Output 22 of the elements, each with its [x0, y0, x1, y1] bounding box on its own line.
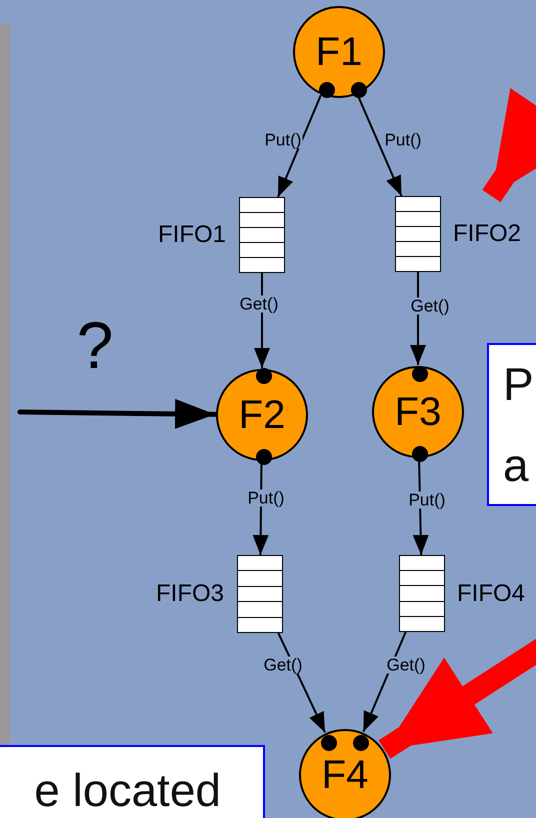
edge-label: Get() — [386, 656, 426, 674]
process-name: F3 — [394, 392, 442, 432]
arrow — [277, 94, 322, 198]
edge-label: Get() — [238, 296, 280, 312]
note-text: e located — [34, 767, 221, 813]
queue-name: FIFO3 — [156, 582, 224, 606]
queue-name: FIFO4 — [457, 582, 526, 606]
edge-label: Put() — [384, 132, 422, 148]
edge-label: ? — [76, 312, 114, 378]
edge-label: Put() — [246, 490, 286, 506]
edge-label: Get() — [410, 298, 450, 314]
queue-name: FIFO2 — [453, 222, 522, 246]
process-name: F4 — [322, 755, 368, 795]
edge-label: Put() — [264, 132, 302, 148]
edge-label: Put() — [408, 492, 446, 508]
pointer-arrow — [482, 88, 536, 202]
queue-name: FIFO1 — [158, 223, 226, 247]
note-text: P a — [503, 357, 534, 492]
process-name: F1 — [316, 32, 362, 72]
edge-label: Get() — [262, 656, 304, 674]
arrow — [18, 398, 218, 429]
process-name: F2 — [238, 395, 286, 435]
